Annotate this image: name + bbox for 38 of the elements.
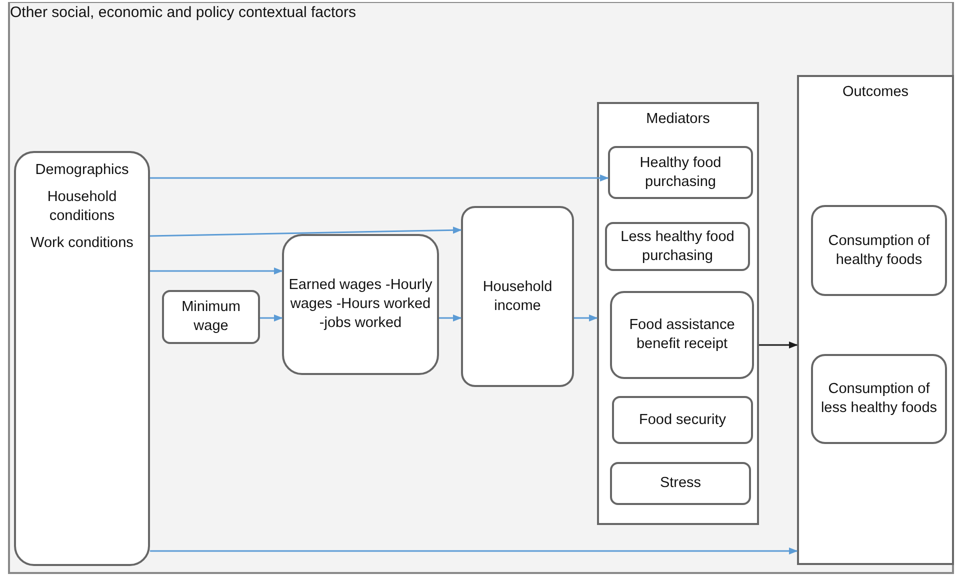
process-box — [461, 206, 574, 387]
arrow — [150, 267, 283, 275]
box-label: Household income — [482, 278, 554, 316]
box-label: Healthy food purchasing — [638, 154, 722, 192]
group-panel — [597, 102, 759, 525]
process-box — [605, 222, 750, 271]
group-heading: Mediators — [645, 110, 711, 129]
process-box — [610, 462, 751, 505]
arrow — [150, 547, 798, 555]
arrow — [150, 226, 462, 237]
process-box — [608, 146, 753, 199]
process-box — [612, 396, 753, 444]
arrow — [574, 314, 598, 322]
box-label: Minimum wage — [180, 298, 242, 336]
process-box — [811, 354, 947, 444]
context-frame — [8, 2, 954, 574]
box-label: Consumption of healthy foods — [827, 232, 931, 270]
process-box — [811, 205, 947, 296]
box-label: Consumption of less healthy foods — [820, 380, 938, 418]
process-box — [162, 290, 260, 344]
group-heading: Other social, economic and policy contextual factors — [10, 3, 358, 22]
arrow — [439, 314, 462, 322]
box-label: Demographics — [34, 161, 130, 180]
box-label: Stress — [660, 474, 702, 493]
process-box — [282, 234, 439, 375]
box-label: Earned wages -Hourly wages -Hours worked -jobs worked — [288, 276, 433, 333]
box-label: Work conditions — [30, 234, 134, 253]
box-label: Household conditions — [46, 188, 118, 226]
group-heading: Outcomes — [841, 83, 910, 102]
arrow — [260, 314, 283, 322]
box-label: Food assistance benefit receipt — [628, 316, 736, 354]
group-panel — [797, 75, 954, 565]
process-box — [610, 291, 754, 379]
box-label: Less healthy food purchasing — [620, 228, 736, 266]
arrow — [150, 174, 609, 182]
box-label: Food security — [638, 410, 726, 430]
arrow — [759, 341, 798, 349]
process-box — [14, 151, 150, 566]
